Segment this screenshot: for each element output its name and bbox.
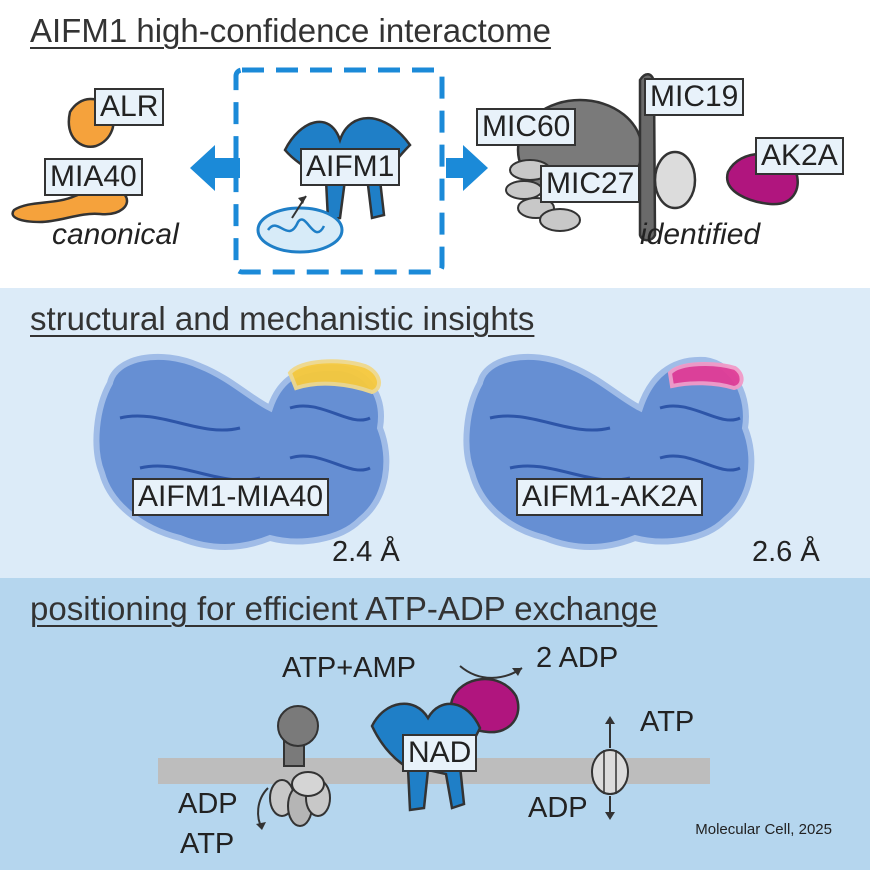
adp-synthase-label: ADP [178,788,238,820]
mic27-shape [653,150,697,210]
structural-panel: structural and mechanistic insights AIFM… [0,288,870,578]
atp-synthase-head [277,705,319,747]
atp-synthase-label: ATP [180,828,235,860]
mia40-label: MIA40 [44,158,143,196]
reaction-product: 2 ADP [536,642,619,674]
alr-label: ALR [94,88,165,126]
left-arrow [190,145,240,191]
interactome-title: AIFM1 high-confidence interactome [30,12,551,49]
transporter-shape [591,749,629,795]
mic60-label: MIC60 [476,108,577,146]
structural-title: structural and mechanistic insights [30,300,535,337]
dashed-box [233,67,445,275]
identified-label: identified [640,218,761,251]
aifm1-label: AIFM1 [300,148,401,186]
ak2a-resolution: 2.6 Å [752,536,820,568]
ak2a-label: AK2A [755,137,844,175]
mitochondrion-shape [256,206,344,254]
adp-in-label: ADP [528,792,588,824]
citation-caption: Molecular Cell, 2025 [695,821,832,838]
reaction-arrow [459,665,523,679]
exchange-title: positioning for efficient ATP-ADP exchan… [30,590,658,627]
mic19-label: MIC19 [644,78,745,116]
aifm1-ak2a-label: AIFM1-AK2A [516,478,704,516]
atp-out-label: ATP [640,706,695,738]
mic27-label: MIC27 [540,165,641,203]
interactome-panel: AIFM1 high-confidence interactome ALR MI… [0,0,870,288]
reaction-substrates: ATP+AMP [282,652,417,684]
exchange-panel: positioning for efficient ATP-ADP exchan… [0,578,870,870]
canonical-label: canonical [52,218,179,251]
ak2a-density [667,361,744,391]
mia40-resolution: 2.4 Å [332,536,400,568]
nad-label: NAD [402,734,478,772]
aifm1-mia40-label: AIFM1-MIA40 [132,478,330,516]
mia40-density [287,359,382,395]
right-arrow [446,145,488,191]
